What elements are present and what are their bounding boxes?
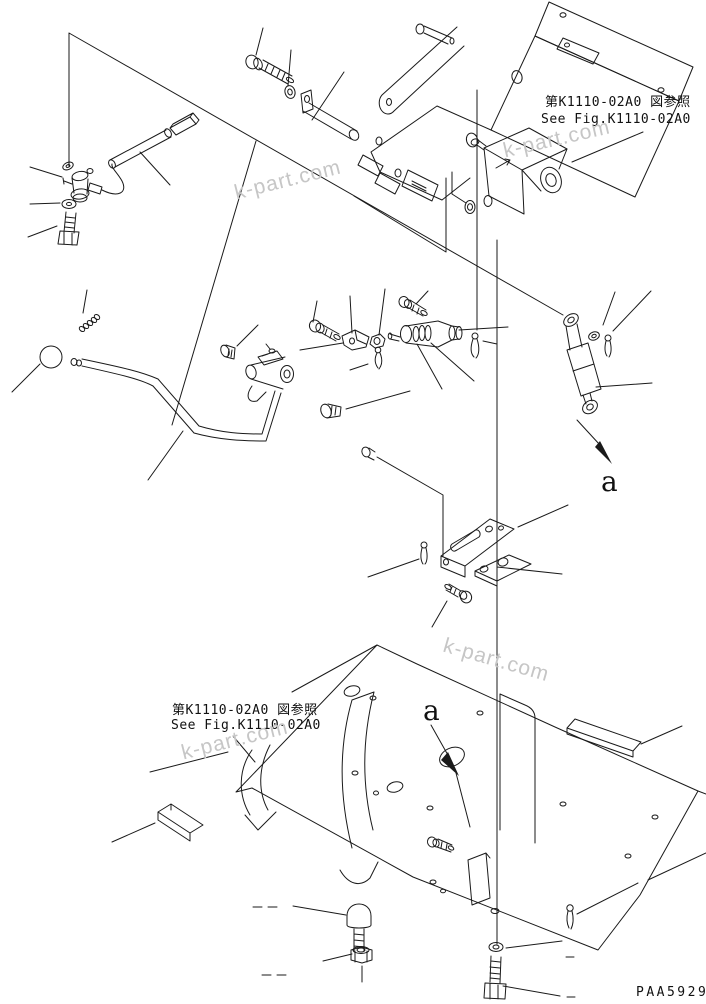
clevis-bracket [244,344,293,401]
strap-bar [301,90,361,142]
lower-reference-jp: 第K1110-02A0 図参照 [172,703,318,718]
nut [370,334,385,348]
cotter-pin-4 [421,542,427,564]
bushing-lower [319,403,341,420]
upper-reference-en: See Fig.K1110-02A0 [541,112,691,127]
cable-assembly [58,113,199,245]
view-label-a-lower: a [423,694,440,727]
damper-cylinder [401,321,463,347]
leader-lines [12,28,682,997]
top-washer [283,84,296,99]
detail-arrow-lower [431,725,470,827]
cotter-pin-2 [471,333,479,358]
right-strip [567,719,641,757]
upper-bracket [354,2,693,252]
lower-frame [236,645,706,950]
shock-absorber [561,311,601,417]
cotter-pin-1 [375,347,382,369]
upper-reference-jp: 第K1110-02A0 図参照 [545,95,691,110]
spring-coil [78,313,100,332]
dome-knob [347,904,371,951]
shock-washer [587,330,600,341]
drawing-number: PAA5929 [636,985,706,1000]
bushing-upper [219,344,235,359]
dashed-leader-marks [253,907,575,997]
cotter-pin-3 [605,335,611,357]
valve-block [452,128,567,214]
damper-cluster [308,295,479,369]
link-assembly [361,446,531,605]
control-lever [40,313,281,441]
bottom-bolt [484,956,506,999]
bottom-washer [489,943,503,952]
top-bolt [244,53,294,84]
hex-nut [351,947,372,983]
detail-arrow-upper [577,420,612,464]
frame-bolt [426,836,454,852]
lower-reference-en: See Fig.K1110-02A0 [171,718,321,733]
yoke [342,330,369,350]
left-channel-strip [158,804,203,841]
view-label-a-upper: a [601,465,618,498]
link-bolt [444,584,474,605]
cotter-pin-5 [567,905,573,929]
